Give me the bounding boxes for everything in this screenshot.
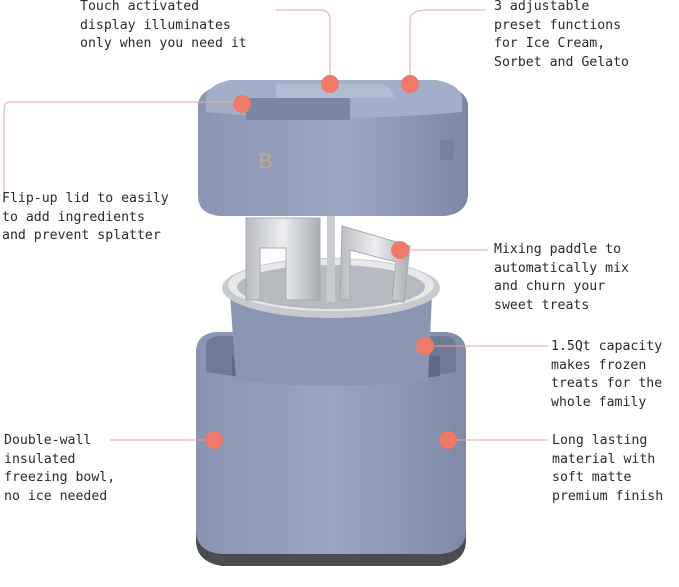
dot-presets [401,75,419,93]
lid [198,80,468,216]
leader-lines [3,9,548,441]
callout-dots [205,75,457,449]
callout-paddle: Mixing paddle to automatically mix and c… [494,242,629,313]
callout-lid: Flip-up lid to easily to add ingredients… [2,191,169,243]
dot-paddle [391,241,409,259]
dot-display [321,75,339,93]
mixing-paddle [245,212,411,303]
dot-lid [233,95,251,113]
dot-bowl [205,431,223,449]
callout-presets: 3 adjustable preset functions for Ice Cr… [494,0,629,70]
dot-capacity [416,337,434,355]
callout-material: Long lasting material with soft matte pr… [552,433,664,504]
dot-material [439,431,457,449]
callout-capacity: 1.5Qt capacity makes frozen treats for t… [551,339,663,410]
brand-logo-b-icon: B [258,148,273,173]
callout-display: Touch activated display illuminates only… [80,0,247,51]
callout-bowl: Double-wall insulated freezing bowl, no … [4,433,116,504]
